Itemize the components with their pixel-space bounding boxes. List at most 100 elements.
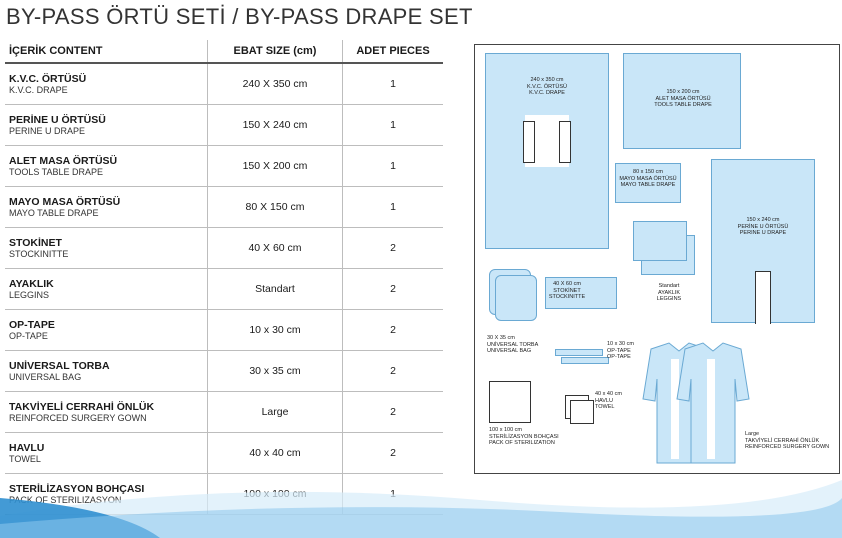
optape-en: OP-TAPE xyxy=(607,354,631,360)
table-header-row: İÇERİK CONTENT EBAT SIZE (cm) ADET PIECE… xyxy=(5,40,443,64)
size-cell: 30 x 35 cm xyxy=(207,350,343,392)
gown-label: Large TAKVİYELİ CERRAHİ ÖNLÜK REINFORCED… xyxy=(745,431,839,451)
sterilization-pack xyxy=(489,381,531,423)
mayo-label: 80 x 150 cm MAYO MASA ÖRTÜSÜ MAYO TABLE … xyxy=(615,169,681,189)
leggins-label: Standart AYAKLIK LEGGINS xyxy=(645,283,693,303)
content-name-en: LEGGINS xyxy=(9,290,50,300)
op-tape-b xyxy=(561,357,609,364)
content-name-en: K.V.C. DRAPE xyxy=(9,85,68,95)
pieces-cell: 2 xyxy=(342,350,443,392)
content-name-tr: STERİLİZASYON BOHÇASI xyxy=(9,483,145,495)
content-name-en: TOOLS TABLE DRAPE xyxy=(9,167,104,177)
tools-en: TOOLS TABLE DRAPE xyxy=(654,102,712,108)
pieces-cell: 2 xyxy=(342,268,443,310)
optape-tr: OP-TAPE xyxy=(607,347,631,354)
size-cell: 10 x 30 cm xyxy=(207,309,343,351)
size-cell: 80 X 150 cm xyxy=(207,186,343,228)
content-name-tr: STOKİNET xyxy=(9,237,62,249)
pieces-cell: 2 xyxy=(342,391,443,433)
content-name-en: PERINE U DRAPE xyxy=(9,126,86,136)
pieces-cell: 2 xyxy=(342,227,443,269)
content-name-en: STOCKINITTE xyxy=(9,249,69,259)
leggins-b xyxy=(633,221,687,261)
content-name-tr: UNİVERSAL TORBA xyxy=(9,360,110,372)
size-cell: Large xyxy=(207,391,343,433)
stockinet xyxy=(545,277,617,309)
towel-en: TOWEL xyxy=(595,404,615,410)
content-name-en: OP-TAPE xyxy=(9,331,48,341)
optape-label: 10 x 30 cm OP-TAPE OP-TAPE xyxy=(607,341,647,361)
content-name-tr: HAVLU xyxy=(9,442,45,454)
towel-b xyxy=(570,400,594,424)
mayo-table-drape xyxy=(615,163,681,203)
stockinet-tr: STOKİNET xyxy=(553,287,581,294)
kvc-size: 240 x 350 cm xyxy=(530,77,564,83)
kvc-en: K.V.C. DRAPE xyxy=(529,90,565,96)
header-pieces: ADET PIECES xyxy=(342,40,443,64)
mayo-en: MAYO TABLE DRAPE xyxy=(620,182,676,188)
size-cell: Standart xyxy=(207,268,343,310)
pack-label: 100 x 100 cm STERİLİZASYON BOHÇASI PACK … xyxy=(489,427,589,447)
content-name-tr: AYAKLIK xyxy=(9,278,54,290)
mayo-size: 80 x 150 cm xyxy=(633,169,663,175)
leggins-en: LEGGINS xyxy=(656,296,682,302)
content-name-tr: MAYO MASA ÖRTÜSÜ xyxy=(9,196,121,208)
tools-table-drape xyxy=(623,53,741,149)
surgery-gowns-illustration xyxy=(642,342,750,464)
gown-tr: TAKVİYELİ CERRAHİ ÖNLÜK xyxy=(745,437,820,444)
pieces-cell: 1 xyxy=(342,145,443,187)
kvc-tr: K.V.C. ÖRTÜSÜ xyxy=(526,83,568,90)
pack-size: 100 x 100 cm xyxy=(489,427,523,433)
perine-label: 150 x 240 cm PERİNE U ÖRTÜSÜ PERINE U DR… xyxy=(723,217,803,237)
leggins-size: Standart xyxy=(658,283,680,289)
perine-en: PERINE U DRAPE xyxy=(739,230,787,236)
gown-front xyxy=(676,342,750,464)
kvc-window-left xyxy=(523,121,535,163)
size-cell: 150 X 240 cm xyxy=(207,104,343,146)
size-cell: 40 X 60 cm xyxy=(207,227,343,269)
universal-bag-b xyxy=(495,275,537,321)
content-name-en: UNIVERSAL BAG xyxy=(9,372,82,382)
pieces-cell: 2 xyxy=(342,309,443,351)
pieces-cell: 1 xyxy=(342,104,443,146)
size-cell: 40 x 40 cm xyxy=(207,432,343,474)
bag-tr: UNİVERSAL TORBA xyxy=(487,341,539,348)
page-title: BY-PASS ÖRTÜ SETİ / BY-PASS DRAPE SET xyxy=(6,4,473,29)
content-name-tr: PERİNE U ÖRTÜSÜ xyxy=(9,114,106,126)
content-name-en: MAYO TABLE DRAPE xyxy=(9,208,99,218)
kvc-label: 240 x 350 cm K.V.C. ÖRTÜSÜ K.V.C. DRAPE xyxy=(515,77,579,97)
bag-en: UNIVERSAL BAG xyxy=(487,348,532,354)
towel-label: 40 x 40 cm HAVLU TOWEL xyxy=(595,391,635,411)
perine-size: 150 x 240 cm xyxy=(746,217,780,223)
pieces-cell: 1 xyxy=(342,186,443,228)
contents-table: İÇERİK CONTENT EBAT SIZE (cm) ADET PIECE… xyxy=(5,40,443,515)
perine-u-opening xyxy=(755,271,771,324)
optape-size: 10 x 30 cm xyxy=(607,341,634,347)
content-name-tr: TAKVİYELİ CERRAHİ ÖNLÜK xyxy=(9,401,155,413)
mayo-tr: MAYO MASA ÖRTÜSÜ xyxy=(619,175,677,182)
content-name-en: TOWEL xyxy=(9,454,41,464)
stockinet-label: 40 X 60 cm STOKİNET STOCKINITTE xyxy=(547,281,587,301)
pieces-cell: 2 xyxy=(342,432,443,474)
pieces-cell: 1 xyxy=(342,63,443,105)
content-name-en: PACK OF STERILIZASYON xyxy=(9,495,122,505)
